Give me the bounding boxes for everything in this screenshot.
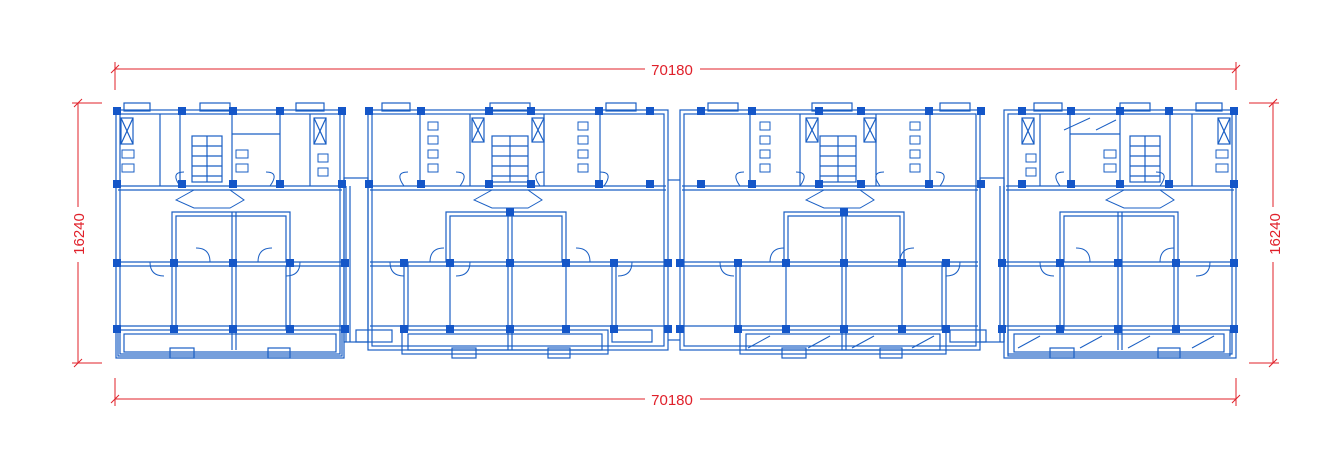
door-swings — [149, 171, 1211, 277]
shafts — [120, 117, 1231, 145]
dimension-top — [110, 62, 1241, 90]
balcony-bands — [117, 329, 1231, 357]
dimension-bottom-label: 70180 — [651, 392, 693, 409]
dimension-left-label: 16240 — [71, 213, 88, 255]
dimension-top-label: 70180 — [651, 62, 693, 79]
balcony-hatch — [747, 117, 1215, 349]
dimension-right-label: 16240 — [1267, 213, 1284, 255]
corridors — [171, 211, 1179, 262]
core-walls — [159, 114, 1193, 186]
dimension-right — [1249, 98, 1279, 368]
dimension-bottom — [110, 378, 1241, 406]
stair-cores — [191, 135, 1161, 183]
floor-plan — [115, 102, 1237, 359]
dimension-left — [72, 98, 102, 368]
outer-walls — [115, 109, 1237, 359]
service-zone-walls — [118, 185, 1234, 191]
bay-windows — [123, 102, 1223, 359]
mid-walls — [118, 261, 1234, 327]
structural-columns — [113, 107, 1238, 333]
fixtures — [121, 121, 1229, 177]
